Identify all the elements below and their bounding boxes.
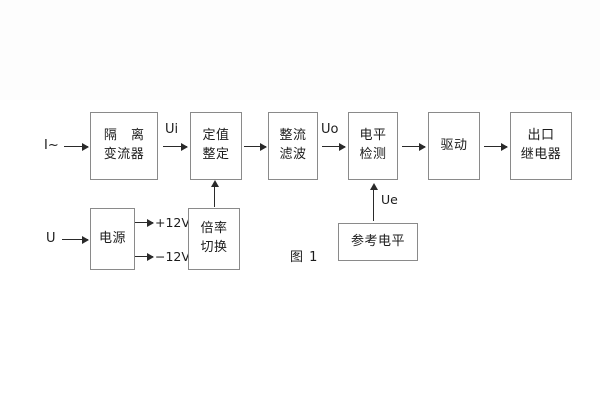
arrow-voltage-to-power-supply bbox=[62, 236, 89, 244]
input-label-current: I~ bbox=[44, 138, 59, 153]
block-setting[interactable]: 定值 整定 bbox=[190, 112, 242, 180]
rail-label-negative: −12V bbox=[155, 249, 190, 264]
block-range-switch[interactable]: 倍率 切换 bbox=[188, 208, 240, 270]
block-isolation-ct-line2: 变流器 bbox=[103, 147, 145, 162]
signal-label-uo: Uo bbox=[321, 122, 339, 137]
arrow-rectify-to-level-detect bbox=[322, 143, 346, 151]
block-drive[interactable]: 驱动 bbox=[428, 112, 480, 180]
block-isolation-ct-line1: 隔 离 bbox=[103, 128, 150, 144]
block-rectify-filter[interactable]: 整流 滤波 bbox=[268, 112, 318, 180]
block-power-supply-line1: 电源 bbox=[98, 230, 126, 246]
input-label-voltage: U bbox=[46, 231, 56, 246]
arrow-level-detect-to-drive bbox=[402, 143, 426, 151]
block-output-relay[interactable]: 出口 继电器 bbox=[510, 112, 572, 180]
arrow-setting-to-rectify bbox=[244, 143, 267, 151]
block-level-detect[interactable]: 电平 检测 bbox=[348, 112, 398, 180]
arrow-isolation-to-setting bbox=[163, 143, 188, 151]
arrow-rail-negative bbox=[135, 253, 154, 261]
block-output-relay-line2: 继电器 bbox=[520, 147, 562, 162]
block-level-detect-line1: 电平 bbox=[359, 128, 387, 144]
block-rectify-filter-line1: 整流 bbox=[279, 128, 307, 144]
block-rectify-filter-line2: 滤波 bbox=[279, 147, 307, 162]
figure-background-plate bbox=[0, 0, 600, 100]
block-range-switch-line1: 倍率 bbox=[200, 221, 228, 237]
signal-label-ue: Ue bbox=[381, 192, 398, 207]
arrow-rail-positive bbox=[135, 219, 154, 227]
block-setting-line2: 整定 bbox=[202, 147, 230, 162]
arrow-range-switch-to-setting bbox=[210, 180, 219, 207]
rail-label-positive: +12V bbox=[155, 215, 190, 230]
block-range-switch-line2: 切换 bbox=[200, 240, 228, 255]
block-reference-level-line1: 参考电平 bbox=[350, 233, 405, 249]
block-power-supply[interactable]: 电源 bbox=[90, 208, 135, 270]
arrow-drive-to-output-relay bbox=[484, 143, 508, 151]
signal-label-ui: Ui bbox=[165, 122, 179, 137]
arrow-current-to-isolation bbox=[64, 143, 89, 151]
block-reference-level[interactable]: 参考电平 bbox=[338, 223, 418, 261]
block-output-relay-line1: 出口 bbox=[527, 128, 555, 144]
block-drive-line1: 驱动 bbox=[440, 137, 468, 153]
block-level-detect-line2: 检测 bbox=[359, 147, 387, 162]
block-setting-line1: 定值 bbox=[202, 128, 230, 144]
figure-caption: 图 1 bbox=[290, 250, 319, 265]
block-isolation-ct[interactable]: 隔 离 变流器 bbox=[90, 112, 158, 180]
arrow-reference-to-level-detect bbox=[369, 183, 378, 221]
